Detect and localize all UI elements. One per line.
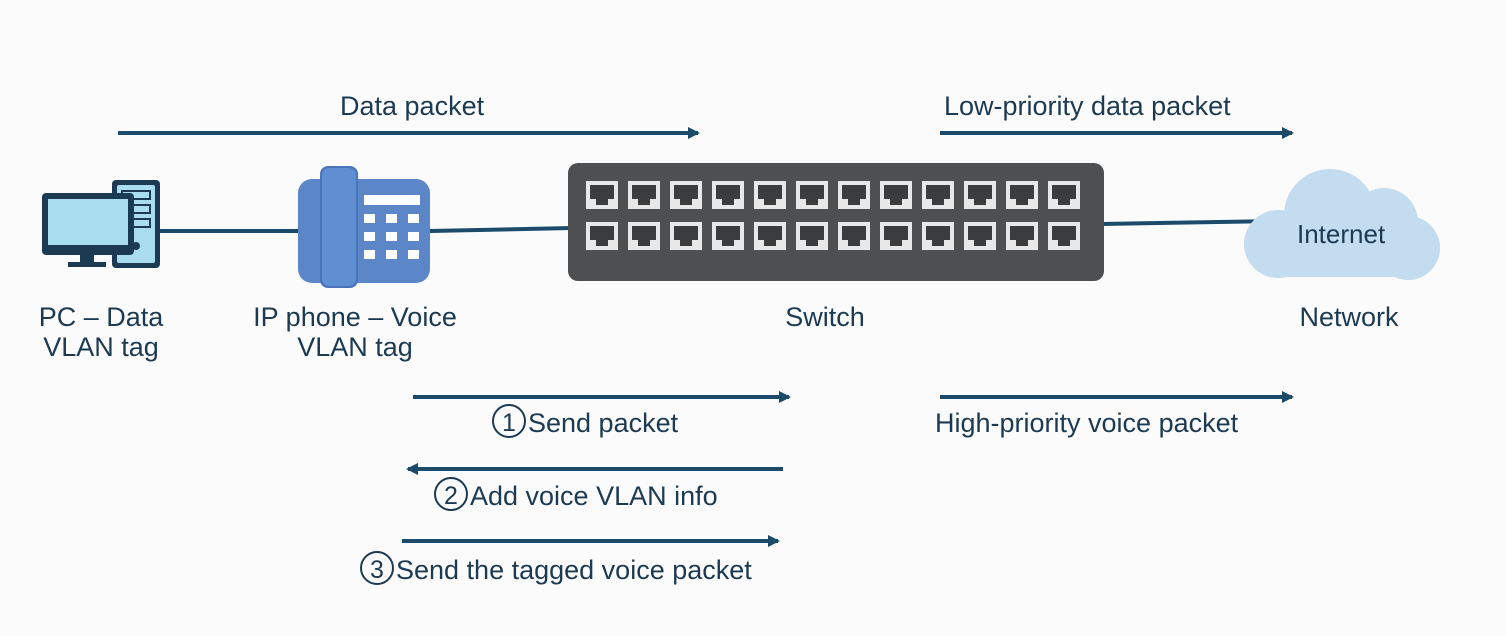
- step-2-text: Add voice VLAN info: [470, 481, 718, 511]
- switch-port-icon: [796, 181, 828, 209]
- phone-switch-cable: [429, 226, 573, 233]
- switch-port-icon: [1006, 181, 1038, 209]
- switch-port-icon: [838, 181, 870, 209]
- switch-port-icon: [922, 181, 954, 209]
- step-3-number: 3: [360, 551, 394, 585]
- switch-port-icon: [670, 222, 702, 250]
- step-1-text: Send packet: [528, 408, 679, 438]
- network-label: Network: [1299, 302, 1399, 332]
- pc-label: PC – Data VLAN tag: [39, 302, 164, 362]
- pc-label-line2: VLAN tag: [43, 332, 159, 362]
- switch-port-icon: [1048, 181, 1080, 209]
- step-2: 2 Add voice VLAN info: [434, 477, 718, 513]
- switch-label: Switch: [785, 302, 865, 332]
- phone-label: IP phone – Voice VLAN tag: [253, 302, 457, 362]
- switch-icon: [568, 163, 1104, 281]
- step-1: 1 Send packet: [492, 404, 679, 440]
- cloud-icon: [1244, 169, 1440, 280]
- switch-port-icon: [1048, 222, 1080, 250]
- step-1-number: 1: [492, 404, 526, 438]
- switch-port-icon: [838, 222, 870, 250]
- step-2-number: 2: [434, 477, 468, 511]
- switch-port-icon: [586, 222, 618, 250]
- switch-port-icon: [754, 222, 786, 250]
- switch-port-icon: [880, 181, 912, 209]
- switch-port-icon: [586, 181, 618, 209]
- low-priority-label: Low-priority data packet: [944, 91, 1231, 121]
- ip-phone-icon: [298, 166, 430, 288]
- switch-port-icon: [670, 181, 702, 209]
- high-priority-label: High-priority voice packet: [935, 408, 1239, 438]
- pc-icon: [42, 180, 160, 268]
- internet-label: Internet: [1297, 219, 1386, 249]
- switch-port-icon: [628, 222, 660, 250]
- step-3: 3 Send the tagged voice packet: [360, 551, 752, 587]
- switch-port-icon: [1006, 222, 1038, 250]
- phone-label-line2: VLAN tag: [297, 332, 413, 362]
- switch-network-cable: [1101, 219, 1281, 226]
- switch-port-icon: [880, 222, 912, 250]
- phone-label-line1: IP phone – Voice: [253, 302, 457, 332]
- switch-port-icon: [712, 222, 744, 250]
- data-packet-label: Data packet: [340, 91, 485, 121]
- pc-label-line1: PC – Data: [38, 302, 164, 332]
- switch-port-icon: [712, 181, 744, 209]
- switch-port-icon: [964, 222, 996, 250]
- switch-port-icon: [796, 222, 828, 250]
- switch-port-icon: [964, 181, 996, 209]
- switch-port-icon: [754, 181, 786, 209]
- switch-port-icon: [628, 181, 660, 209]
- switch-port-icon: [922, 222, 954, 250]
- step-3-text: Send the tagged voice packet: [396, 555, 752, 585]
